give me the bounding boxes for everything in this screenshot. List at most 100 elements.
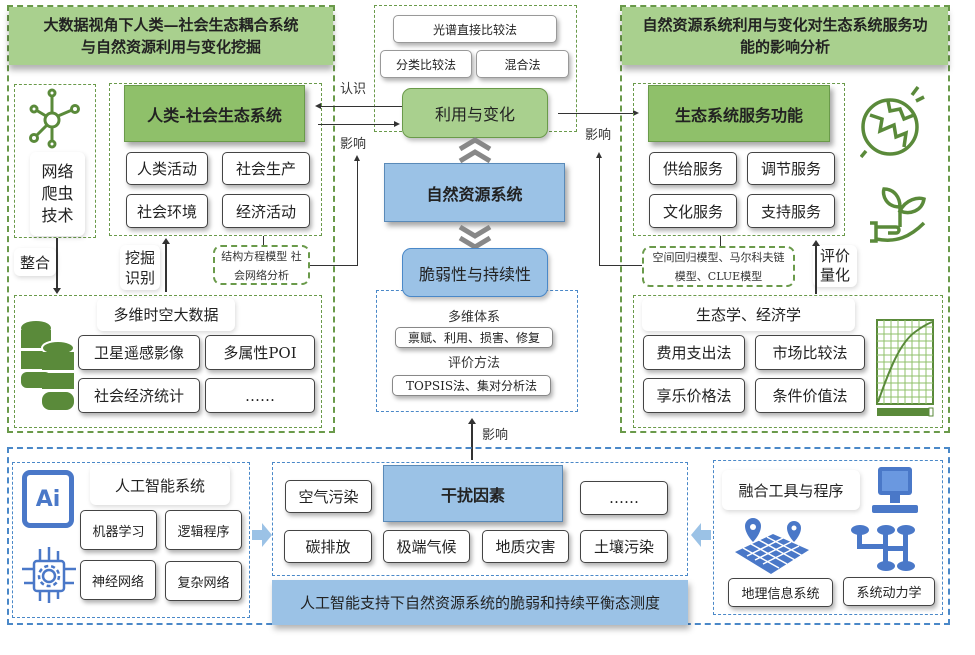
arrow-right-icon bbox=[252, 523, 272, 547]
right-title: 自然资源系统利用与变化对生态系统服务功能的影响分析 bbox=[622, 7, 948, 65]
gis-map-icon bbox=[735, 518, 809, 574]
right-panel bbox=[620, 5, 950, 433]
data-item: 多属性POI bbox=[205, 335, 315, 370]
method-item: 光谱直接比较法 bbox=[393, 15, 557, 43]
valuation-method: 费用支出法 bbox=[643, 335, 745, 370]
eval-quant-label: 评价量化 bbox=[813, 245, 857, 287]
crawler-box bbox=[14, 84, 96, 238]
service-item: 供给服务 bbox=[649, 152, 737, 185]
multi-label: 多维体系 bbox=[448, 310, 501, 325]
impact-label-bottom: 影响 bbox=[482, 428, 509, 443]
human-system-header: 人类-社会生态系统 bbox=[124, 85, 305, 142]
impact-label: 影响 bbox=[340, 137, 367, 152]
data-item: 卫星遥感影像 bbox=[78, 335, 200, 370]
human-activity: 人类活动 bbox=[126, 152, 208, 185]
tools-box bbox=[713, 460, 943, 615]
ecosystem-header: 生态系统服务功能 bbox=[648, 85, 830, 142]
connector bbox=[720, 236, 721, 246]
arrow-head bbox=[53, 288, 61, 298]
valuation-method: 享乐价格法 bbox=[643, 378, 745, 413]
growth-chart-icon bbox=[876, 319, 934, 417]
arrow-left-icon bbox=[691, 523, 711, 547]
plant-in-hand-icon bbox=[870, 187, 926, 243]
arrow-head bbox=[633, 110, 642, 116]
social-environment: 社会环境 bbox=[126, 194, 208, 228]
disturbance-item: 空气污染 bbox=[285, 480, 372, 513]
tools-label: 融合工具与程序 bbox=[722, 470, 860, 510]
arrow-head bbox=[596, 149, 602, 158]
method-item: 混合法 bbox=[476, 50, 569, 78]
arrow-head bbox=[812, 236, 820, 246]
crawler-label: 网络爬虫技术 bbox=[30, 152, 85, 236]
disturbance-item: …… bbox=[580, 481, 668, 515]
database-icon bbox=[21, 321, 75, 410]
disturbance-item: 极端气候 bbox=[383, 530, 470, 563]
eval-label: 评价方法 bbox=[448, 356, 501, 371]
integrate-label: 整合 bbox=[14, 248, 56, 276]
arrow-head bbox=[468, 414, 476, 424]
connector bbox=[357, 158, 358, 266]
method-item: 分类比较法 bbox=[380, 50, 472, 78]
tool-item: 地理信息系统 bbox=[728, 578, 833, 607]
data-item: …… bbox=[205, 378, 315, 413]
science-label: 生态学、经济学 bbox=[642, 298, 855, 331]
arrow-head bbox=[162, 234, 170, 244]
data-item: 社会经济统计 bbox=[78, 378, 200, 413]
left-panel bbox=[7, 5, 335, 433]
ai-item: 机器学习 bbox=[80, 510, 157, 550]
disturbance-header: 干扰因素 bbox=[383, 465, 563, 522]
connector bbox=[263, 236, 264, 246]
impact-label-right: 影响 bbox=[585, 128, 612, 143]
chevron-up-icon bbox=[458, 137, 492, 163]
connector bbox=[599, 155, 600, 266]
connector bbox=[558, 113, 634, 114]
recognize-label: 认识 bbox=[340, 82, 367, 97]
ecosystem-box bbox=[633, 83, 845, 236]
connector bbox=[310, 265, 358, 266]
human-system-box bbox=[109, 83, 322, 236]
chip-icon bbox=[22, 547, 76, 603]
data-label: 多维时空大数据 bbox=[97, 298, 235, 331]
vulnerability-box: 脆弱性与持续性 bbox=[402, 248, 548, 297]
connector bbox=[815, 242, 817, 294]
network-icon bbox=[29, 88, 80, 149]
tool-item: 系统动力学 bbox=[843, 577, 935, 606]
connector bbox=[318, 124, 396, 125]
connector bbox=[471, 420, 473, 460]
natural-resource-system: 自然资源系统 bbox=[384, 163, 565, 222]
valuation-method: 市场比较法 bbox=[755, 335, 865, 370]
ai-item: 复杂网络 bbox=[165, 561, 242, 601]
mine-label: 挖掘识别 bbox=[120, 245, 160, 290]
left-model-box: 结构方程模型 社会网络分析 bbox=[213, 245, 310, 285]
economic-activity: 经济活动 bbox=[222, 194, 310, 228]
eval-items: TOPSIS法、集对分析法 bbox=[392, 375, 551, 396]
ai-item: 神经网络 bbox=[80, 560, 156, 600]
valuation-box bbox=[633, 295, 943, 428]
service-item: 文化服务 bbox=[649, 194, 737, 228]
computer-icon bbox=[872, 467, 918, 513]
integrate-arrow bbox=[56, 238, 58, 290]
service-item: 支持服务 bbox=[747, 194, 835, 228]
bottom-banner: 人工智能支持下自然资源系统的脆弱和持续平衡态测度 bbox=[272, 580, 688, 625]
ai-label: 人工智能系统 bbox=[90, 465, 230, 505]
disturbance-box bbox=[272, 462, 688, 576]
arrow-head bbox=[394, 121, 403, 127]
disturbance-item: 碳排放 bbox=[284, 530, 372, 563]
arrow-head bbox=[354, 152, 360, 161]
data-box bbox=[14, 295, 322, 428]
ai-icon: Ai bbox=[22, 470, 74, 528]
ai-box bbox=[12, 462, 250, 618]
globe-icon bbox=[860, 85, 925, 159]
chevron-down-icon bbox=[458, 224, 492, 250]
use-change-box: 利用与变化 bbox=[402, 88, 548, 138]
connector bbox=[318, 106, 402, 107]
mine-arrow bbox=[165, 240, 167, 292]
arrow-head bbox=[312, 103, 321, 109]
ai-item: 逻辑程序 bbox=[165, 510, 242, 550]
right-model-box: 空间回归模型、马尔科夫链模型、CLUE模型 bbox=[642, 246, 795, 287]
disturbance-item: 地质灾害 bbox=[482, 530, 569, 563]
service-item: 调节服务 bbox=[747, 152, 835, 185]
social-production: 社会生产 bbox=[222, 152, 310, 185]
valuation-method: 条件价值法 bbox=[755, 378, 865, 413]
left-title: 大数据视角下人类—社会生态耦合系统与自然资源利用与变化挖掘 bbox=[9, 7, 333, 65]
